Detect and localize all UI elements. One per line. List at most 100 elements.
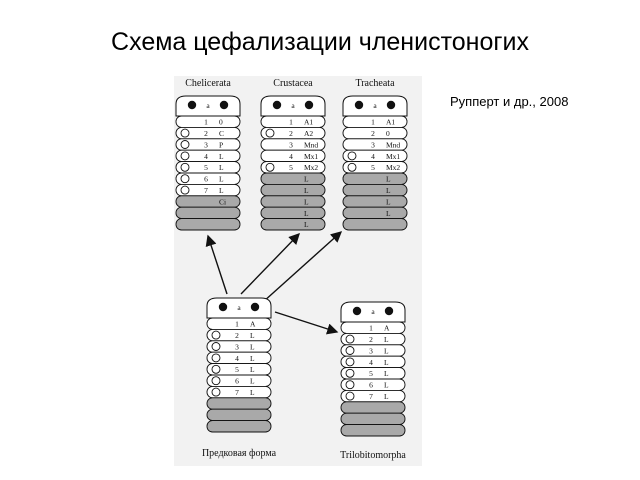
appendage-label: L (384, 392, 389, 401)
eye-left (187, 100, 197, 110)
segment-number: 5 (204, 163, 208, 172)
appendage-label: A2 (304, 129, 313, 138)
body-segment (342, 218, 408, 231)
arrow-to-crustacea (240, 232, 300, 295)
citation: Рупперт и др., 2008 (450, 94, 569, 109)
appendage-label: Mnd (304, 140, 318, 149)
appendage-marker-icon (211, 353, 221, 363)
body-segment (260, 115, 326, 128)
appendage-marker-icon (211, 376, 221, 386)
arrow-to-chelicerata (205, 234, 228, 295)
body-segment (342, 206, 408, 220)
appendage-marker-icon (211, 364, 221, 374)
appendage-label: L (304, 186, 309, 195)
appendage-label: L (219, 163, 224, 172)
appendage-label: L (219, 152, 224, 161)
segment-number: 6 (204, 175, 208, 184)
appendage-label: A (384, 324, 390, 333)
appendage-label: L (304, 197, 309, 206)
eye-right (219, 100, 229, 110)
head-label: a (206, 101, 210, 110)
segment-number: 1 (371, 118, 375, 127)
organism-caption: Crustacea (273, 78, 313, 89)
segment-number: 1 (289, 118, 293, 127)
eye-left (218, 302, 228, 312)
segment-number: 1 (235, 320, 239, 329)
appendage-marker-icon (211, 330, 221, 340)
body-segment (206, 397, 272, 410)
body-segment (260, 183, 326, 197)
appendage-marker-icon (345, 391, 355, 401)
appendage-label: L (384, 381, 389, 390)
body-segment (342, 115, 408, 128)
appendage-label: L (250, 377, 255, 386)
appendage-marker-icon (180, 162, 190, 172)
arrow-to-tracheata (262, 231, 343, 303)
head-label: a (291, 101, 295, 110)
segment-number: 4 (289, 152, 293, 161)
segment-number: 7 (369, 392, 373, 401)
appendage-marker-icon (180, 128, 190, 138)
eye-right (304, 100, 314, 110)
organism-caption: Tracheata (355, 78, 395, 89)
appendage-marker-icon (180, 185, 190, 195)
appendage-label: L (304, 209, 309, 218)
body-segment (175, 218, 241, 231)
head-label: a (371, 307, 375, 316)
body-segment (175, 206, 241, 220)
appendage-label: Mx1 (304, 152, 318, 161)
segment-number: 1 (204, 118, 208, 127)
organism-caption: Chelicerata (185, 78, 231, 89)
appendage-label: L (384, 358, 389, 367)
appendage-label: Mx2 (386, 163, 400, 172)
appendage-label: P (219, 140, 223, 149)
appendage-marker-icon (347, 151, 357, 161)
slide-title: Схема цефализации членистоногих (111, 28, 529, 56)
segment-number: 4 (204, 152, 208, 161)
segment-number: 5 (371, 163, 375, 172)
body-segment (260, 218, 326, 231)
appendage-label: A1 (386, 118, 395, 127)
appendage-marker-icon (345, 380, 355, 390)
segment-number: 3 (204, 140, 208, 149)
appendage-marker-icon (265, 128, 275, 138)
organism-caption: Предковая форма (202, 448, 277, 459)
appendage-marker-icon (180, 174, 190, 184)
eye-left (272, 100, 282, 110)
eye-left (354, 100, 364, 110)
appendage-label: L (384, 346, 389, 355)
appendage-label: A1 (304, 118, 313, 127)
appendage-marker-icon (180, 151, 190, 161)
appendage-label: L (250, 331, 255, 340)
segment-number: 6 (369, 381, 373, 390)
appendage-label: A (250, 320, 256, 329)
appendage-marker-icon (265, 162, 275, 172)
appendage-label: L (250, 388, 255, 397)
appendage-label: Mx2 (304, 163, 318, 172)
body-segment (340, 424, 406, 437)
eye-right (386, 100, 396, 110)
appendage-label: L (386, 175, 391, 184)
appendage-label: L (250, 354, 255, 363)
appendage-label: L (219, 186, 224, 195)
eye-left (352, 306, 362, 316)
body-segment (206, 420, 272, 433)
segment-number: 1 (369, 324, 373, 333)
segment-number: 2 (289, 129, 293, 138)
segment-number: 6 (235, 377, 239, 386)
segment-number: 5 (369, 369, 373, 378)
segment-number: 4 (235, 354, 239, 363)
arrows (205, 231, 343, 335)
appendage-label: L (304, 220, 309, 229)
head-label: a (373, 101, 377, 110)
appendage-marker-icon (211, 342, 221, 351)
segment-number: 3 (371, 140, 375, 149)
body-segment (342, 183, 408, 197)
segment-number: 4 (371, 152, 375, 161)
appendage-label: Ci (219, 197, 226, 206)
body-segment (340, 412, 406, 426)
